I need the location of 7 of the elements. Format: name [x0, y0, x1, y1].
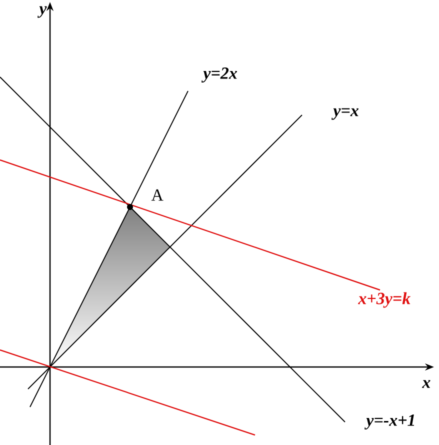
line-label: y=2x: [201, 68, 238, 82]
line-label: y=x: [331, 108, 359, 120]
point-label: A: [151, 189, 164, 201]
line-label: y=-x+1: [364, 414, 414, 430]
axis-label: y: [38, 6, 47, 18]
axis-label: x: [422, 380, 430, 388]
line-label: x+3y=k: [358, 292, 410, 308]
